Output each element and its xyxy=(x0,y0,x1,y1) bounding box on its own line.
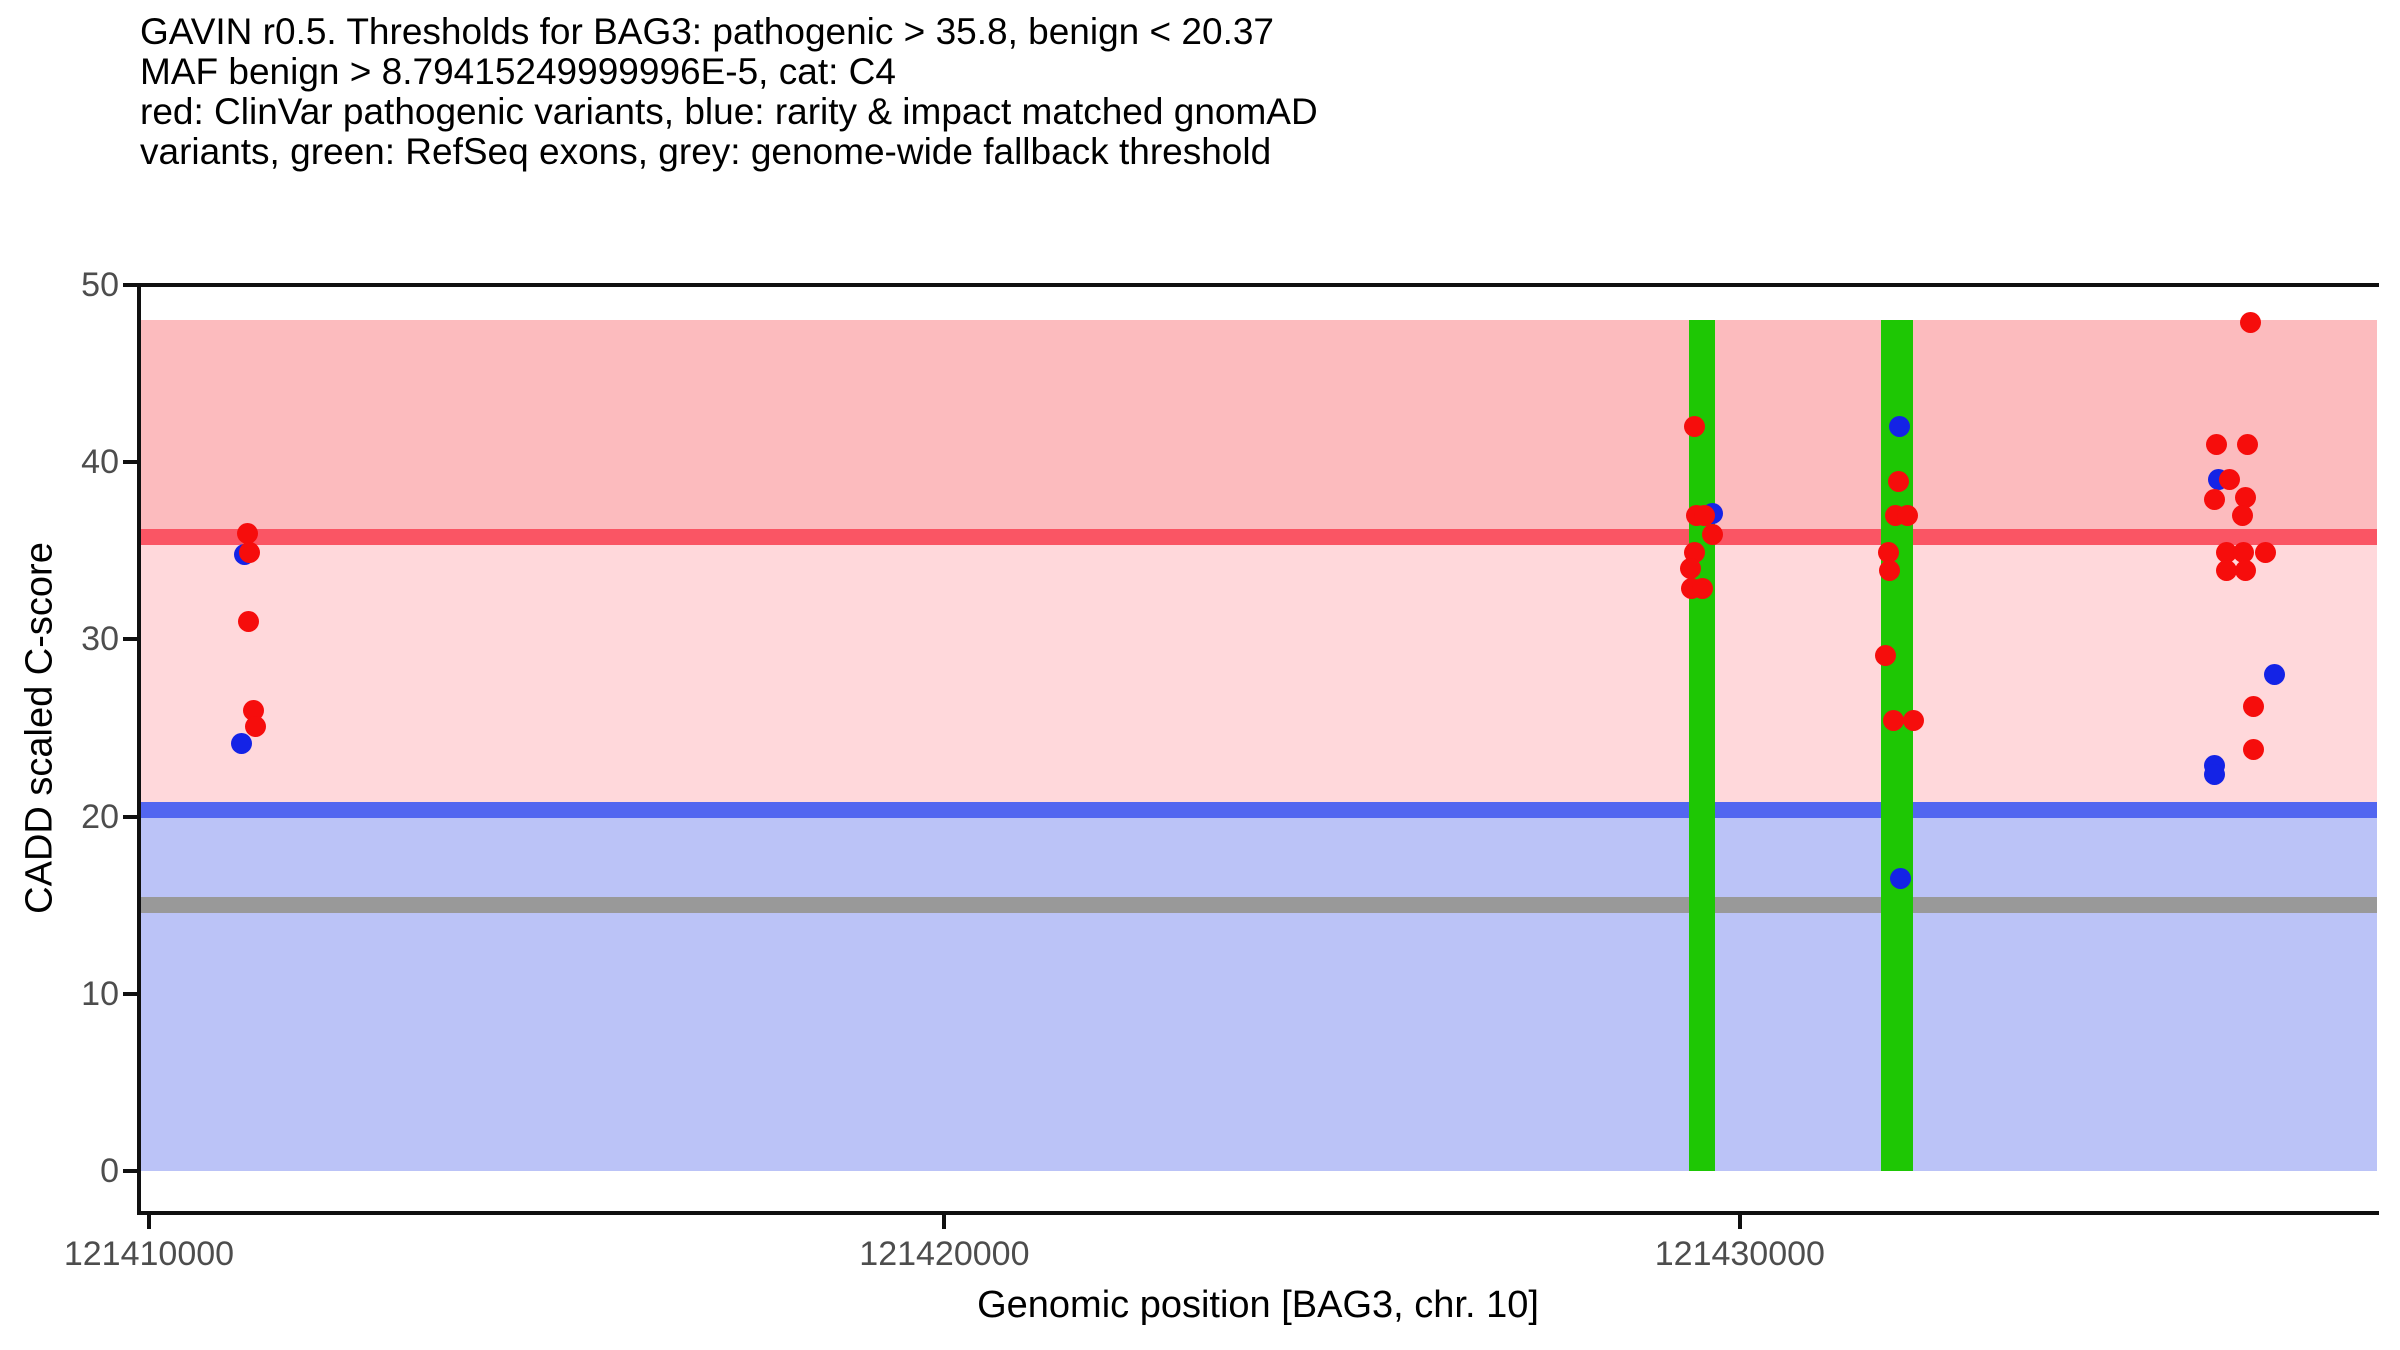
clinvar-variant-point xyxy=(2204,488,2226,510)
clinvar-variant-point xyxy=(1694,504,1716,526)
clinvar-variant-point xyxy=(1680,558,1702,580)
x-tick xyxy=(942,1215,947,1229)
gnomad-variant-point xyxy=(2204,763,2226,785)
y-tick-label: 40 xyxy=(81,443,119,482)
x-tick-label: 121410000 xyxy=(63,1235,235,1273)
clinvar-variant-point xyxy=(2235,559,2257,581)
gnomad-variant-point xyxy=(2264,664,2286,686)
genome-wide-fallback-threshold-line xyxy=(139,897,2377,914)
clinvar-variant-point xyxy=(2243,696,2265,718)
y-tick xyxy=(123,460,137,465)
clinvar-variant-point xyxy=(2216,559,2237,581)
clinvar-variant-point xyxy=(1887,471,1909,493)
x-tick-label: 121420000 xyxy=(859,1235,1030,1273)
clinvar-variant-point xyxy=(2218,469,2240,491)
y-tick xyxy=(123,991,137,996)
clinvar-variant-point xyxy=(1684,416,1706,438)
y-tick-label: 0 xyxy=(100,1152,119,1190)
clinvar-variant-point xyxy=(1882,710,1904,732)
refseq-exon-bar xyxy=(1881,320,1914,1171)
clinvar-variant-point xyxy=(1879,559,1901,581)
clinvar-variant-point xyxy=(2240,311,2262,333)
gnomad-variant-point xyxy=(1890,868,1912,890)
y-tick xyxy=(123,637,137,642)
y-tick-label: 30 xyxy=(81,620,119,659)
clinvar-variant-point xyxy=(1903,710,1925,732)
clinvar-variant-point xyxy=(2243,738,2265,760)
clinvar-variant-point xyxy=(239,542,261,564)
region-vus-zone xyxy=(139,536,2377,811)
clinvar-variant-point xyxy=(236,522,258,544)
clinvar-variant-point xyxy=(1896,504,1918,526)
y-tick-label: 10 xyxy=(81,974,119,1013)
clinvar-variant-point xyxy=(2236,433,2258,455)
plot-title: GAVIN r0.5. Thresholds for BAG3: pathoge… xyxy=(140,12,1318,172)
clinvar-variant-point xyxy=(1683,542,1705,564)
plot-panel xyxy=(139,285,2377,1213)
gnomad-variant-point xyxy=(231,733,253,755)
region-benign-zone xyxy=(139,810,2377,1171)
x-axis-title: Genomic position [BAG3, chr. 10] xyxy=(977,1284,1539,1326)
y-axis-line xyxy=(137,283,141,1215)
x-tick xyxy=(146,1215,151,1229)
y-axis-title: CADD scaled C-score xyxy=(18,542,61,914)
y-tick-label: 50 xyxy=(81,266,119,304)
clinvar-variant-point xyxy=(2206,433,2228,455)
clinvar-variant-point xyxy=(2235,487,2256,509)
clinvar-variant-point xyxy=(2255,542,2277,564)
region-pathogenic-zone xyxy=(139,320,2377,537)
plot-title-line-4: variants, green: RefSeq exons, grey: gen… xyxy=(140,131,1272,172)
clinvar-variant-point xyxy=(245,715,267,737)
y-tick xyxy=(123,814,137,819)
x-axis-line xyxy=(137,1211,2379,1215)
clinvar-variant-point xyxy=(1877,542,1899,564)
clinvar-variant-point xyxy=(1691,577,1713,599)
clinvar-variant-point xyxy=(2233,542,2255,564)
pathogenic-threshold-line xyxy=(139,528,2377,545)
panel-top-border xyxy=(137,283,2379,287)
clinvar-variant-point xyxy=(242,699,264,721)
clinvar-variant-point xyxy=(1701,524,1723,546)
clinvar-variant-point xyxy=(1875,644,1897,666)
y-tick xyxy=(123,1169,137,1173)
clinvar-variant-point xyxy=(237,611,259,633)
clinvar-variant-point xyxy=(2216,542,2237,564)
benign-threshold-line xyxy=(139,802,2377,819)
y-tick-label: 20 xyxy=(81,797,119,836)
refseq-exon-bar xyxy=(1689,320,1716,1171)
clinvar-variant-point xyxy=(2231,504,2253,526)
plot-title-line-2: MAF benign > 8.79415249999996E-5, cat: C… xyxy=(140,51,896,92)
x-tick xyxy=(1737,1215,1742,1229)
x-tick-label: 121430000 xyxy=(1654,1235,1825,1273)
plot-title-line-3: red: ClinVar pathogenic variants, blue: … xyxy=(140,91,1318,132)
gnomad-variant-point xyxy=(1889,416,1911,438)
plot-title-line-1: GAVIN r0.5. Thresholds for BAG3: pathoge… xyxy=(140,11,1275,52)
y-tick xyxy=(123,283,137,287)
